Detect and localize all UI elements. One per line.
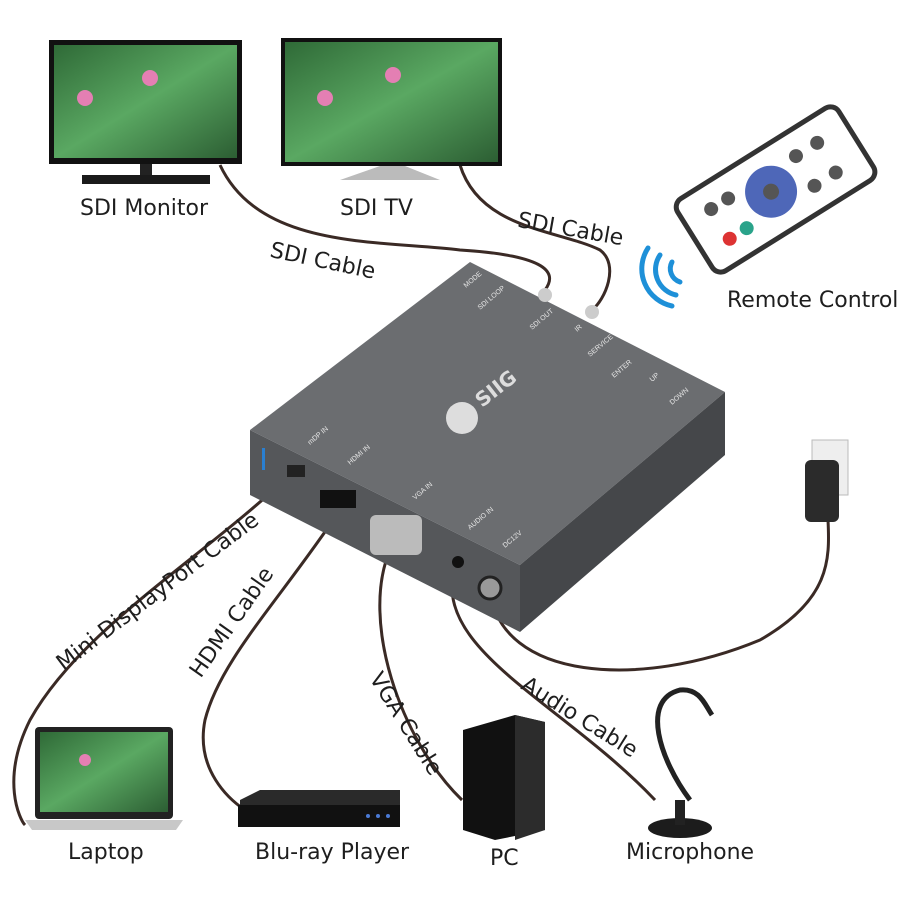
sdi-tv — [281, 38, 502, 180]
mdp-port — [287, 465, 305, 477]
power-cable-line — [488, 519, 831, 672]
label-laptop: Laptop — [68, 840, 144, 865]
port-ir: IR — [574, 324, 584, 334]
label-sdi-monitor: SDI Monitor — [80, 196, 209, 221]
bluray-player — [238, 790, 400, 827]
hdmi-cable-line — [201, 509, 342, 812]
label-bluray-player: Blu-ray Player — [255, 840, 410, 865]
audio-port — [452, 556, 464, 568]
power-adapter — [805, 439, 849, 522]
sdi-loop-connector — [538, 288, 552, 302]
mdp-cable-line — [12, 473, 292, 827]
pc-tower — [463, 715, 545, 840]
vga-port — [370, 515, 422, 555]
label-microphone: Microphone — [626, 840, 755, 865]
microphone — [648, 687, 715, 838]
label-pc: PC — [490, 846, 519, 871]
laptop — [25, 727, 183, 830]
siig-converter: SIIG MODE SDI LOOP SDI OUT IR SERVICE EN… — [250, 262, 725, 632]
label-sdi-tv: SDI TV — [340, 196, 413, 221]
ir-waves-icon — [639, 245, 683, 309]
dc-port — [477, 575, 503, 601]
remote-control — [673, 104, 878, 275]
sdi-monitor — [49, 40, 242, 184]
sdi-cable-left-line — [218, 164, 551, 291]
hdmi-port — [320, 490, 356, 508]
sdi-out-connector — [585, 305, 599, 319]
vga-cable-line — [378, 549, 464, 802]
label-remote-control: Remote Control — [727, 288, 899, 313]
sdi-cable-right-line — [458, 164, 612, 312]
siig-logo — [446, 402, 478, 434]
port-up: UP — [649, 372, 661, 384]
